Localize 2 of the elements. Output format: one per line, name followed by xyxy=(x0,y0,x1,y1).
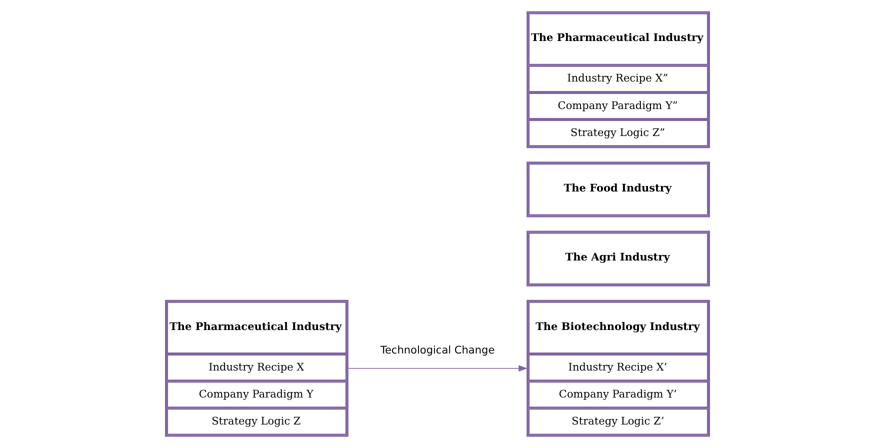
edge-label: Technological Change xyxy=(380,344,494,356)
arrow xyxy=(348,365,528,372)
